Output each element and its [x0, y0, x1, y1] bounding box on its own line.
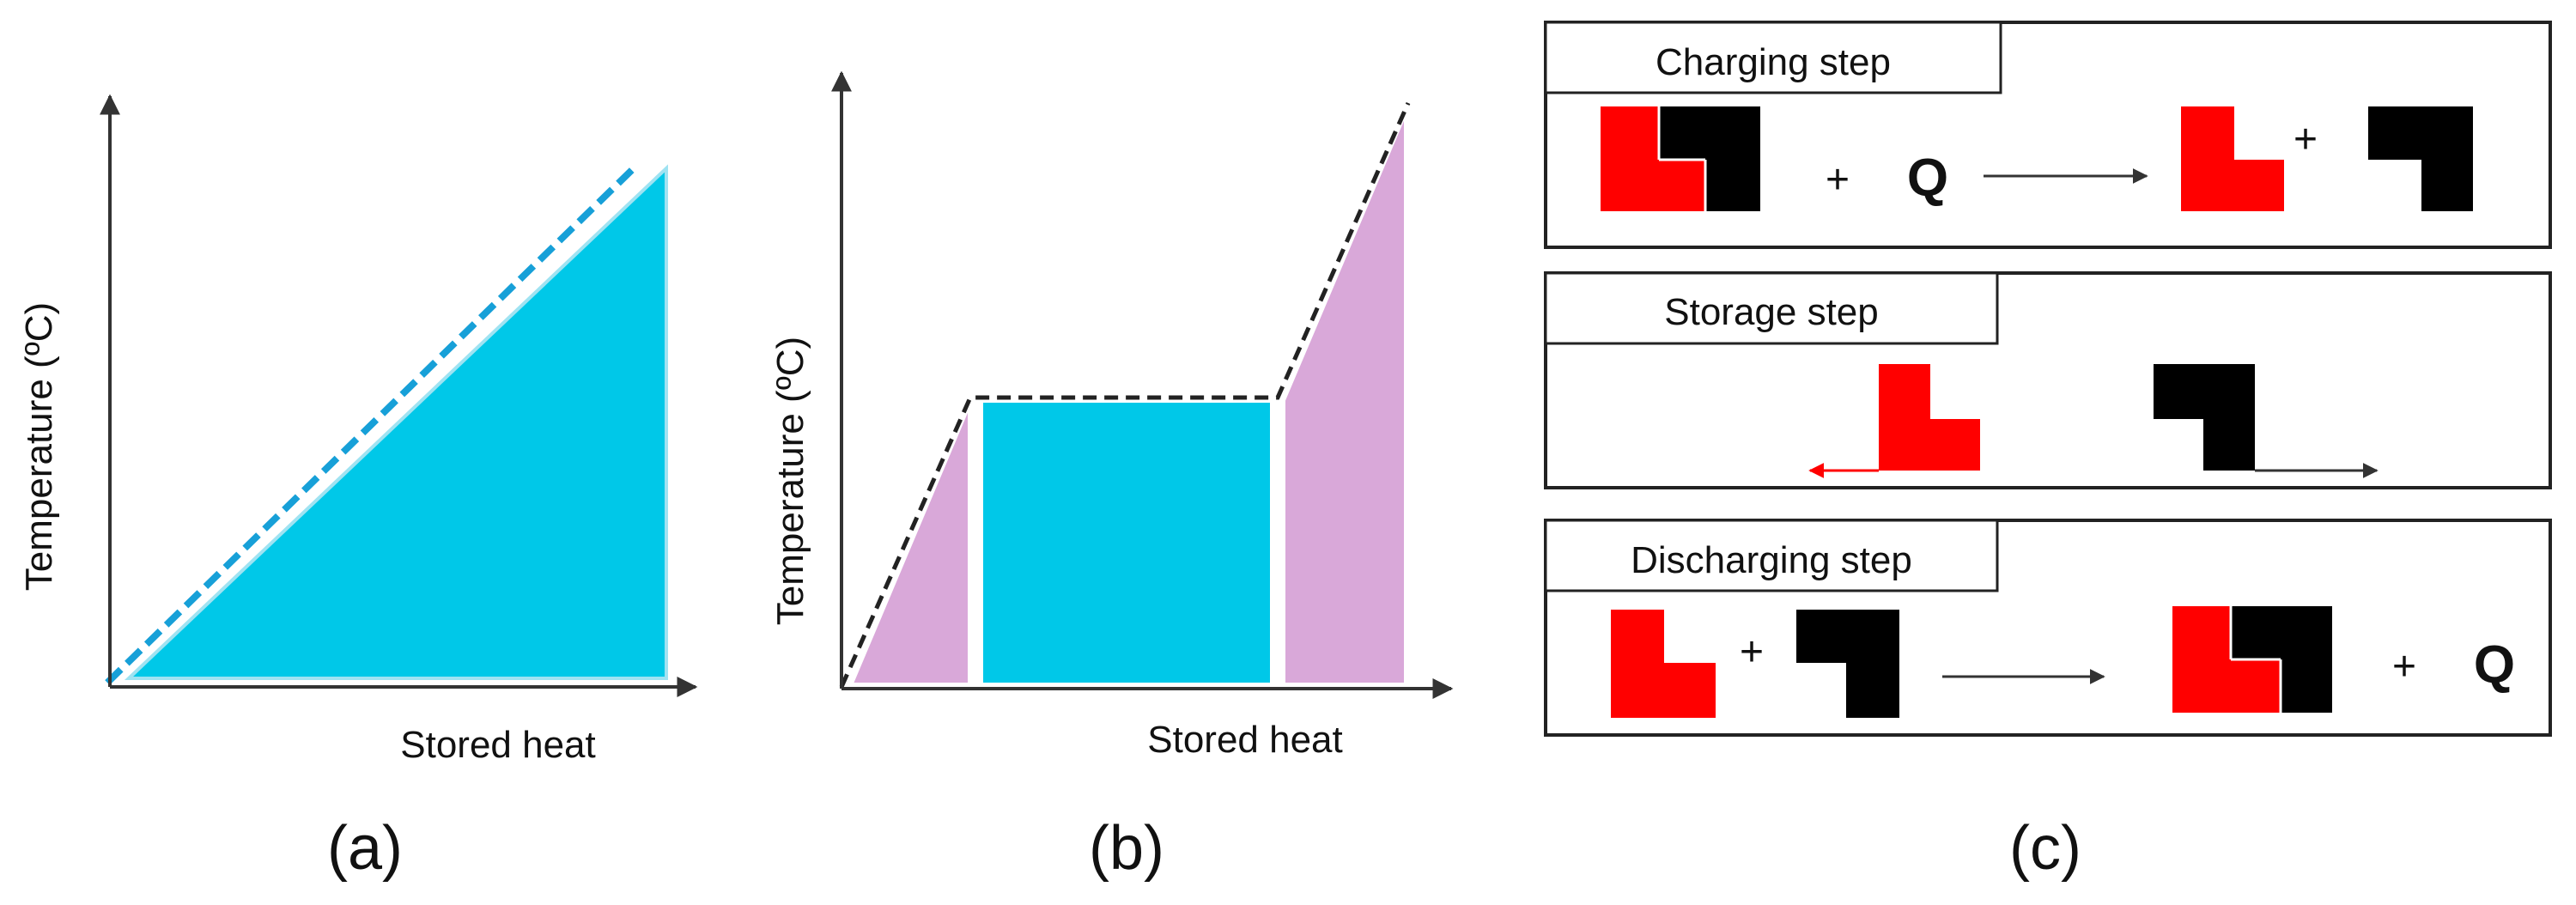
solid-sensible-area	[846, 398, 973, 688]
x-axis-label: Stored heat	[400, 724, 596, 766]
plus-sign: +	[1826, 157, 1850, 203]
combined-block-pair	[2172, 606, 2332, 713]
red-l-block	[1611, 610, 1716, 718]
latent-heat-area	[978, 398, 1275, 688]
storage-title-box	[1544, 271, 1999, 345]
y-axis-label: Temperature (ºC)	[769, 337, 811, 625]
plus-sign: +	[2293, 117, 2318, 162]
plus-sign: +	[1740, 629, 1764, 675]
temperature-dashed-curve	[839, 101, 1411, 689]
black-l-block	[1659, 106, 1760, 211]
black-l-block	[2154, 364, 2255, 471]
liquid-sensible-area	[1280, 106, 1409, 688]
discharging-step-box: Discharging step + + Q	[1544, 519, 2552, 737]
panel-a: Temperature (ºC) Stored heat (a)	[18, 94, 698, 883]
y-axis-label: Temperature (ºC)	[18, 302, 60, 591]
panel-c-label: (c)	[2009, 814, 2081, 883]
red-l-block	[1601, 106, 1705, 211]
discharging-title-box	[1544, 519, 1999, 592]
plus-sign: +	[2392, 644, 2416, 689]
combined-block-pair	[1601, 106, 1760, 211]
red-l-block	[2181, 106, 2284, 211]
panel-a-label: (a)	[327, 814, 403, 883]
red-l-block	[2172, 606, 2281, 713]
charging-title: Charging step	[1656, 41, 1891, 83]
black-l-block	[2368, 106, 2473, 211]
temperature-dashed-line	[105, 162, 640, 685]
charging-step-box: Charging step + Q +	[1544, 21, 2552, 249]
red-l-block	[1879, 364, 1980, 471]
storage-title: Storage step	[1664, 291, 1879, 333]
panel-b-label: (b)	[1089, 814, 1164, 883]
discharging-title: Discharging step	[1631, 539, 1912, 581]
charging-title-box	[1544, 21, 2002, 94]
x-axis-label: Stored heat	[1147, 719, 1343, 761]
heat-q: Q	[2474, 635, 2515, 695]
sensible-heat-area	[124, 164, 668, 680]
panel-c: Charging step + Q + Storage step	[1544, 21, 2552, 883]
black-l-block	[1796, 610, 1899, 718]
heat-q: Q	[1907, 149, 1948, 208]
panel-b: Temperature (ºC) Stored heat (b)	[769, 70, 1454, 883]
storage-step-box: Storage step	[1544, 271, 2552, 489]
